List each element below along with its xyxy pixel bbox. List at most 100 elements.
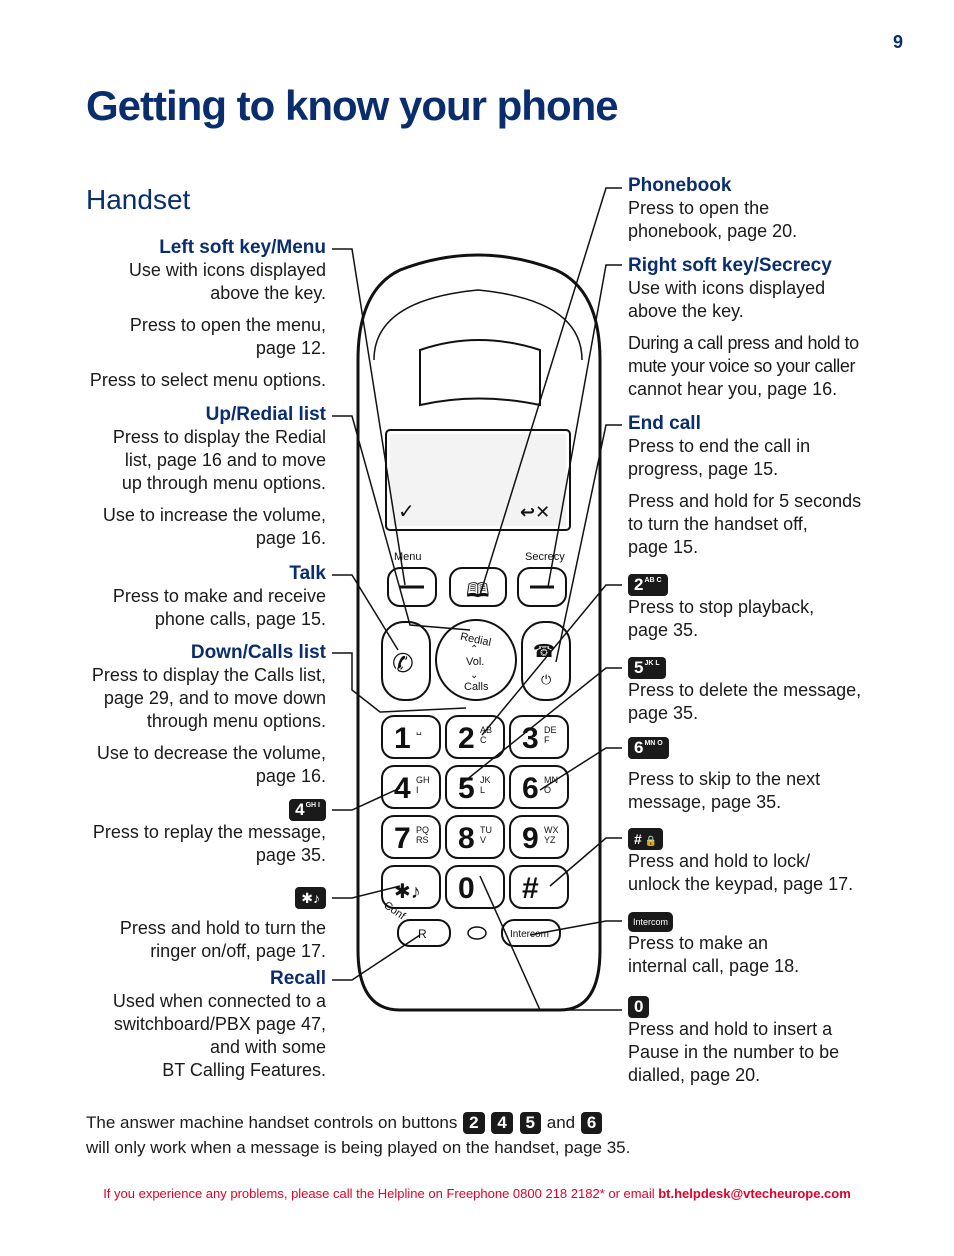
right-soft-key-annotation: Right soft key/Secrecy Use with icons di… (628, 254, 859, 401)
text-line: page 35. (255, 845, 326, 865)
svg-text:Vol.: Vol. (466, 656, 484, 668)
keypad-letters: GH (416, 775, 430, 785)
helpline-text: If you experience any problems, please c… (103, 1186, 655, 1201)
key-2-badge: 2AB C (628, 574, 668, 596)
keypad-key[interactable] (381, 815, 441, 859)
key5-annotation: 5JK L Press to delete the message, page … (628, 657, 861, 725)
keypad-key[interactable] (445, 715, 505, 759)
keypad-letters: O (544, 785, 551, 795)
left-soft-key-heading: Left soft key/Menu (159, 237, 326, 258)
keypad-letters: L (480, 785, 485, 795)
keypad-digit: 7 (394, 822, 411, 855)
right-soft-key-heading: Right soft key/Secrecy (628, 255, 832, 276)
text-line: Use to decrease the volume, (96, 743, 326, 763)
text-line: Press to make and receive (112, 586, 326, 606)
keypad-digit: 9 (522, 822, 539, 855)
footnote-text: will only work when a message is being p… (86, 1138, 631, 1157)
recall-annotation: Recall Used when connected to a switchbo… (113, 967, 326, 1082)
key2-annotation: 2AB C Press to stop playback, page 35. (628, 574, 814, 642)
text-line: switchboard/PBX page 47, (113, 1014, 326, 1034)
text-line: Press and hold for 5 seconds (628, 491, 862, 511)
keypad-digit: 6 (522, 772, 539, 805)
menu-label: Menu (394, 551, 422, 563)
helpline: If you experience any problems, please c… (0, 1186, 954, 1201)
keypad-letters: F (544, 735, 550, 745)
text-line: Press to stop playback, (628, 597, 815, 617)
keypad-key[interactable] (445, 865, 505, 909)
text-line: Use with icons displayed (128, 260, 326, 280)
hash-annotation: # 🔒 Press and hold to lock/ unlock the k… (628, 828, 853, 896)
footnote: The answer machine handset controls on b… (86, 1110, 630, 1160)
keypad-key[interactable] (509, 865, 569, 909)
key4-annotation: 4GH I Press to replay the message, page … (93, 799, 326, 867)
keypad-letters: C (480, 735, 487, 745)
intercom-annotation: Intercom Press to make an internal call,… (628, 912, 799, 978)
talk-key (381, 621, 431, 701)
text-line: Press to replay the message, (92, 822, 326, 842)
left-soft-key (387, 567, 437, 607)
left-soft-key-annotation: Left soft key/Menu Use with icons displa… (90, 236, 326, 392)
star-annotation: ✱♪ Press and hold to turn the ringer on/… (120, 887, 326, 963)
keypad-key[interactable] (509, 765, 569, 809)
page-title: Getting to know your phone (86, 82, 619, 129)
keypad-key[interactable] (445, 765, 505, 809)
keypad-digit: 0 (458, 872, 475, 905)
text-line: Press to end the call in (628, 436, 811, 456)
keypad-key[interactable] (381, 865, 441, 909)
key-0-badge: 0 (628, 996, 650, 1018)
keypad-digit: 4 (394, 772, 411, 805)
keypad-digit: 2 (458, 722, 475, 755)
phonebook-key (449, 567, 507, 607)
power-icon: ⏻ (541, 672, 551, 687)
text-line: Press and hold to insert a (628, 1019, 833, 1039)
keypad-key[interactable] (445, 815, 505, 859)
text-line: cannot hear you, page 16. (628, 379, 838, 399)
text-line: Pause in the number to be (628, 1042, 840, 1062)
talk-annotation: Talk Press to make and receive phone cal… (113, 562, 326, 631)
intercom-key-badge: Intercom (628, 912, 674, 932)
text-line: page 15. (628, 537, 699, 557)
keypad-key[interactable] (509, 715, 569, 759)
display-screen (385, 429, 571, 531)
text-line: Press to open the menu, (129, 315, 326, 335)
text-line: page 12. (255, 338, 326, 358)
microphone (467, 926, 487, 940)
key-6-badge: 6 (580, 1112, 603, 1134)
keypad-key[interactable] (509, 815, 569, 859)
text-line: Press to make an (628, 933, 769, 953)
keypad-letters: MN (544, 775, 558, 785)
page-number: 9 (893, 32, 904, 52)
text-line: phonebook, page 20. (628, 221, 798, 241)
text-line: dialled, page 20. (628, 1065, 761, 1085)
text-line: Press to display the Calls list, (91, 665, 326, 685)
text-line: Press to select menu options. (89, 370, 326, 390)
helpline-email[interactable]: bt.helpdesk@vtecheurope.com (658, 1186, 851, 1201)
key-4-badge: 4GH I (289, 799, 326, 821)
text-line: Press and hold to turn the (119, 918, 326, 938)
svg-text:⌃: ⌃ (470, 644, 478, 655)
text-line: up through menu options. (121, 473, 326, 493)
keypad-key[interactable] (381, 715, 441, 759)
keypad-letters: WX (544, 825, 559, 835)
keypad-digit: # (522, 872, 539, 905)
text-line: Press to open the (628, 198, 770, 218)
text-line: page 16. (255, 528, 326, 548)
recall-key (397, 919, 451, 947)
phonebook-annotation: Phonebook Press to open the phonebook, p… (628, 174, 797, 243)
keypad-key[interactable] (381, 765, 441, 809)
text-line: list, page 16 and to move (124, 450, 326, 470)
text-line: unlock the keypad, page 17. (628, 874, 854, 894)
book-icon: 🕮 (466, 580, 490, 602)
down-calls-annotation: Down/Calls list Press to display the Cal… (92, 641, 326, 788)
text-line: through menu options. (146, 711, 326, 731)
earpiece (419, 339, 541, 407)
text-line: and with some (209, 1037, 326, 1057)
keypad-letters: ␣ (416, 725, 422, 735)
text-line: phone calls, page 15. (154, 609, 326, 629)
end-call-heading: End call (628, 413, 701, 434)
text-line: ringer on/off, page 17. (150, 941, 326, 961)
handset-body (356, 253, 602, 1012)
text-line: Press and hold to lock/ (628, 851, 811, 871)
star-key-badge: ✱♪ (295, 887, 326, 909)
end-call-annotation: End call Press to end the call in progre… (628, 412, 861, 559)
